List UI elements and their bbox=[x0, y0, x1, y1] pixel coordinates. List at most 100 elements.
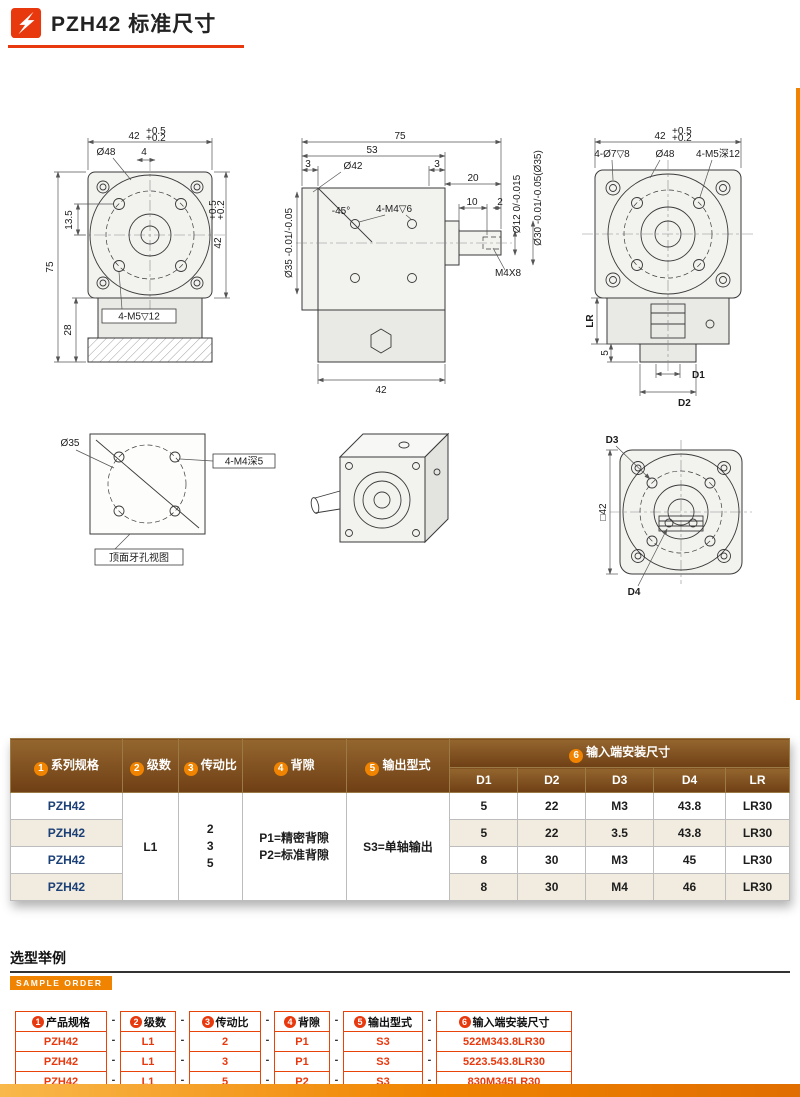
dim-cell: M4 bbox=[585, 873, 655, 901]
subheader-d3: D3 bbox=[585, 767, 655, 793]
circle-num: 5 bbox=[365, 761, 380, 776]
table-row: PZH42 8 30 M3 45 LR30 bbox=[10, 846, 790, 874]
topface-view: Ø35 4-M4深5 顶面牙孔视图 bbox=[61, 433, 276, 566]
dim-label: 53 bbox=[366, 145, 378, 156]
dash-connector: ---- bbox=[427, 1014, 432, 1086]
dim-label: Ø48 bbox=[656, 149, 675, 160]
circle-num: 2 bbox=[130, 1015, 142, 1028]
dim-label: LR bbox=[585, 314, 596, 328]
stage-cell: L1 bbox=[121, 792, 179, 901]
dim-cell: 43.8 bbox=[653, 792, 726, 820]
dim-label: 4 bbox=[141, 147, 147, 158]
dim-label: 75 bbox=[45, 261, 56, 273]
dim-label: D4 bbox=[628, 587, 641, 598]
dim-cell: 3.5 bbox=[585, 819, 655, 847]
dim-label: 3 bbox=[305, 159, 311, 170]
back-view: 42 +0.5 +0.2 4-Ø7▽8 Ø48 4-M5深12 LR 5 D1 bbox=[582, 126, 756, 409]
dim-cell: LR30 bbox=[725, 792, 790, 820]
dim-label: Ø42 bbox=[344, 161, 363, 172]
dim-label: 10 bbox=[466, 197, 478, 208]
dim-label: Ø48 bbox=[97, 147, 116, 158]
front-view: 42 +0.5 +0.2 Ø48 4 13.5 75 28 bbox=[45, 126, 230, 363]
sample-cell: L1 bbox=[120, 1051, 176, 1072]
callout-label: 4-Ø7▽8 bbox=[594, 149, 630, 160]
dim-label: +0.2 bbox=[216, 200, 227, 220]
sample-cell: S3 bbox=[343, 1051, 423, 1072]
dim-cell: LR30 bbox=[725, 819, 790, 847]
circle-num: 4 bbox=[284, 1015, 296, 1028]
sample-cell: PZH42 bbox=[15, 1051, 107, 1072]
view-caption: 顶面牙孔视图 bbox=[109, 551, 169, 564]
dim-label: +0.5 bbox=[146, 126, 166, 137]
dim-label: 2 bbox=[497, 197, 503, 208]
dim-cell: 5 bbox=[449, 819, 519, 847]
right-accent-stripe bbox=[796, 88, 800, 700]
circle-num: 1 bbox=[32, 1015, 44, 1028]
subheader-d2: D2 bbox=[517, 767, 587, 793]
side-view: 75 53 3 Ø42 3 20 10 2 Ø12 0/-0.015 Ø30 -… bbox=[284, 131, 544, 396]
dim-label: +0.2 bbox=[672, 133, 692, 144]
sample-cell: P1 bbox=[274, 1031, 330, 1052]
callout-label: 4-M5▽12 bbox=[118, 312, 160, 323]
dim-label: D1 bbox=[692, 370, 705, 381]
page-title: PZH42 标准尺寸 bbox=[51, 13, 217, 36]
callout-label: 4-M5深12 bbox=[696, 148, 740, 160]
dim-label: 20 bbox=[467, 173, 479, 184]
dim-cell: 43.8 bbox=[653, 819, 726, 847]
dim-cell: 22 bbox=[517, 819, 587, 847]
dim-cell: 46 bbox=[653, 873, 726, 901]
dim-cell: 45 bbox=[653, 846, 726, 874]
dim-label: +0.5 bbox=[208, 200, 219, 220]
circle-num: 3 bbox=[201, 1015, 214, 1028]
sample-cell: L1 bbox=[120, 1031, 176, 1052]
dim-label: D3 bbox=[606, 435, 619, 446]
circle-num: 3 bbox=[183, 761, 198, 776]
sample-title: 选型举例 bbox=[10, 950, 66, 966]
brand-logo-icon bbox=[10, 7, 42, 39]
dim-cell: LR30 bbox=[725, 873, 790, 901]
dim-label: 3 bbox=[434, 159, 440, 170]
series-cell: PZH42 bbox=[10, 819, 123, 847]
dim-label: 42 bbox=[654, 131, 666, 142]
dim-label: Ø30 -0.01/-0.05(Ø35) bbox=[533, 150, 544, 246]
series-cell: PZH42 bbox=[10, 873, 123, 901]
circle-num: 2 bbox=[129, 761, 144, 776]
dim-label: +0.5 bbox=[672, 126, 692, 137]
dim-label: 75 bbox=[394, 131, 406, 142]
circle-num: 5 bbox=[354, 1015, 366, 1028]
dim-label: 42 bbox=[213, 237, 224, 249]
table-row: PZH42 8 30 M4 46 LR30 bbox=[10, 873, 790, 901]
output-view: D3 □42 D4 bbox=[598, 435, 752, 598]
dim-cell: 22 bbox=[517, 792, 587, 820]
series-cell: PZH42 bbox=[10, 846, 123, 874]
circle-num: 1 bbox=[33, 761, 48, 776]
dim-cell: M3 bbox=[585, 846, 655, 874]
dim-label: 42 bbox=[128, 131, 140, 142]
dim-label: 28 bbox=[63, 324, 74, 336]
sample-cell: 5223.543.8LR30 bbox=[436, 1051, 572, 1072]
ratio-cell: 2 3 5 bbox=[177, 792, 243, 901]
dash-connector: ---- bbox=[265, 1014, 270, 1086]
series-cell: PZH42 bbox=[10, 792, 123, 820]
dim-cell: 5 bbox=[449, 792, 519, 820]
technical-drawings: 42 +0.5 +0.2 Ø48 4 13.5 75 28 bbox=[45, 126, 756, 598]
iso-view bbox=[310, 432, 450, 544]
callout-label: M4X8 bbox=[495, 268, 522, 279]
subheader-d4: D4 bbox=[653, 767, 726, 793]
sample-cell: PZH42 bbox=[15, 1031, 107, 1052]
dim-cell: LR30 bbox=[725, 846, 790, 874]
output-type-cell: S3=单轴输出 bbox=[345, 792, 451, 901]
dim-label: Ø35 bbox=[61, 438, 80, 449]
